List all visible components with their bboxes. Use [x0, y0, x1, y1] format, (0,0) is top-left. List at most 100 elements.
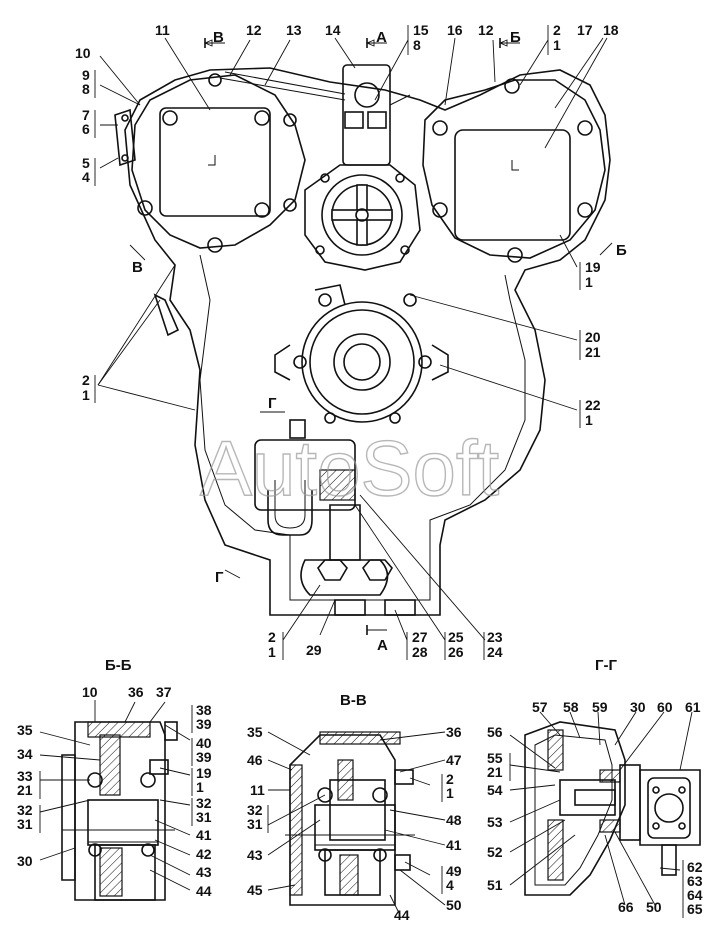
callouts-main: 11 12 13 14 15 8 16 12 2 1 17 18 10 9 8 … — [75, 22, 619, 660]
center-upper-flange — [304, 164, 421, 271]
callouts-bb: 10 36 37 38 39 35 40 39 34 33 21 19 1 32… — [17, 684, 212, 899]
view-marker: А — [376, 29, 387, 46]
callout: 32 — [247, 802, 263, 818]
view-markers: В А Б В Б Г Г А — [132, 29, 627, 654]
section-arrows — [129, 38, 613, 635]
callout: 32 — [196, 795, 212, 811]
callout: 1 — [446, 785, 454, 801]
callouts-gg: 57 58 59 30 60 61 56 55 21 54 53 52 51 6… — [487, 699, 703, 918]
callout: 44 — [394, 907, 410, 923]
callout: 50 — [646, 899, 662, 915]
callout: 65 — [687, 901, 703, 917]
callout: 2 — [446, 771, 454, 787]
callout: 41 — [446, 837, 462, 853]
callout: 7 — [82, 107, 90, 123]
section-title-bb: Б-Б — [105, 657, 132, 674]
view-marker: Б — [616, 242, 627, 259]
callout: 64 — [687, 887, 703, 903]
view-marker: Б — [510, 29, 521, 46]
callout: 24 — [487, 644, 503, 660]
callout: 9 — [82, 67, 90, 83]
callout: 11 — [250, 782, 265, 798]
callout: 36 — [128, 684, 144, 700]
view-marker: А — [377, 637, 388, 654]
right-cover-plate — [422, 78, 606, 263]
callout: 26 — [448, 644, 464, 660]
callout: 36 — [446, 724, 462, 740]
callout: 47 — [446, 752, 462, 768]
callout: 14 — [325, 22, 341, 38]
callout: 62 — [687, 859, 703, 875]
callout: 13 — [286, 22, 302, 38]
callout: 1 — [585, 274, 593, 290]
view-marker: В — [132, 259, 143, 276]
callout: 19 — [585, 259, 601, 275]
watermark: AutoSoft — [200, 424, 500, 512]
callout: 31 — [17, 816, 33, 832]
view-marker: Г — [215, 569, 224, 586]
callout: 17 — [577, 22, 593, 38]
callout: 23 — [487, 629, 503, 645]
callout: 55 — [487, 750, 503, 766]
callout: 50 — [446, 897, 462, 913]
center-lower-flange — [274, 284, 449, 424]
callout: 18 — [603, 22, 619, 38]
callout: 60 — [657, 699, 673, 715]
callout: 63 — [687, 873, 703, 889]
housing-outline — [124, 67, 611, 616]
callout: 21 — [17, 782, 33, 798]
callout: 21 — [585, 344, 601, 360]
callout: 40 — [196, 735, 212, 751]
callout: 52 — [487, 844, 503, 860]
callout: 35 — [17, 722, 33, 738]
section-vv — [267, 731, 446, 916]
callout: 1 — [196, 779, 204, 795]
callout: 39 — [196, 749, 212, 765]
callout-separators — [94, 25, 581, 660]
callout: 4 — [446, 877, 454, 893]
callout: 10 — [82, 684, 98, 700]
callout: 16 — [447, 22, 463, 38]
callout: 19 — [196, 765, 212, 781]
callout: 51 — [487, 877, 503, 893]
callout: 28 — [412, 644, 428, 660]
callout: 43 — [247, 847, 263, 863]
callout: 32 — [17, 802, 33, 818]
left-cover-plate — [131, 73, 306, 253]
callout: 42 — [196, 846, 212, 862]
callout: 4 — [82, 169, 90, 185]
callout: 29 — [306, 642, 322, 658]
callouts-vv: 35 36 46 47 11 2 1 32 31 48 41 43 49 4 4… — [247, 724, 462, 923]
callout: 58 — [563, 699, 579, 715]
main-view — [97, 37, 613, 641]
callout: 54 — [487, 782, 503, 798]
callout: 5 — [82, 155, 90, 171]
callout: 53 — [487, 814, 503, 830]
callout: 45 — [247, 882, 263, 898]
callout: 30 — [630, 699, 646, 715]
callout: 6 — [82, 121, 90, 137]
callout: 25 — [448, 629, 464, 645]
callout: 35 — [247, 724, 263, 740]
section-title-vv: В-В — [340, 692, 367, 709]
callout: 11 — [155, 22, 170, 38]
callout: 10 — [75, 45, 91, 61]
callout: 39 — [196, 716, 212, 732]
top-bracket — [219, 64, 411, 166]
callout: 20 — [585, 329, 601, 345]
callout: 30 — [17, 853, 33, 869]
section-bb — [39, 700, 191, 901]
callout: 31 — [196, 809, 212, 825]
callout: 8 — [413, 37, 421, 53]
callout: 22 — [585, 397, 601, 413]
callout: 1 — [585, 412, 593, 428]
lower-pump-unit — [254, 419, 416, 616]
left-lugs — [114, 108, 180, 337]
callout: 34 — [17, 746, 33, 762]
callout: 61 — [685, 699, 701, 715]
callout: 46 — [247, 752, 263, 768]
section-title-gg: Г-Г — [595, 657, 617, 674]
callout: 33 — [17, 768, 33, 784]
callout: 49 — [446, 863, 462, 879]
